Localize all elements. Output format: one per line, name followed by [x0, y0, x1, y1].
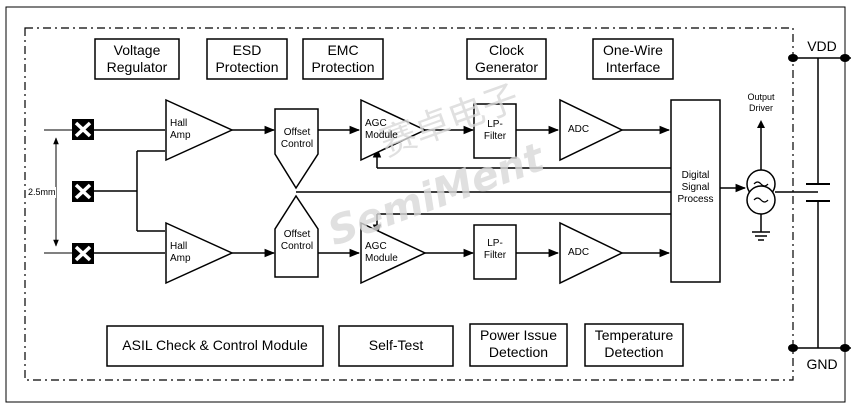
vdd-pin-right	[840, 54, 850, 62]
asil-label: ASIL Check & Control Module	[122, 337, 308, 353]
self-test-box	[338, 325, 454, 367]
hall-sensor-mid-icon	[72, 181, 94, 202]
power-issue-box	[469, 323, 568, 367]
hall-amp-bottom	[165, 221, 234, 285]
lp-filter-bottom	[473, 224, 517, 280]
voltage-regulator-box	[94, 38, 180, 80]
vdd-pin-left	[788, 54, 798, 62]
chip-boundary	[24, 27, 794, 381]
lp-filter-bottom-label: LP-Filter	[483, 238, 507, 261]
emc-protection-box	[302, 38, 384, 80]
self-test-label: Self-Test	[368, 337, 424, 353]
lp-filter-top-label: LP-Filter	[483, 119, 507, 142]
temperature-box	[584, 323, 684, 367]
offset-control-bottom	[274, 194, 319, 278]
esd-protection-box	[206, 38, 288, 80]
capacitor-icon	[806, 183, 830, 202]
hall-sensor-bottom-icon	[72, 243, 94, 264]
gnd-pin-left	[788, 344, 798, 352]
adc-bottom-label: ADC	[568, 247, 590, 258]
gnd-pin-right	[840, 344, 850, 352]
adc-bottom	[559, 221, 624, 285]
dsp-box	[670, 99, 721, 283]
agc-module-bottom	[360, 221, 427, 285]
output-driver-icon	[746, 120, 818, 241]
offset-control-top	[274, 108, 319, 190]
asil-box	[106, 325, 324, 367]
lp-filter-top	[473, 103, 517, 159]
vdd-label: VDD	[807, 38, 837, 54]
adc-top	[559, 98, 624, 162]
clock-generator-box	[466, 38, 547, 80]
gnd-label: GND	[806, 356, 838, 372]
outer-frame	[5, 6, 846, 403]
adc-top-label: ADC	[568, 124, 590, 135]
one-wire-interface-box	[592, 38, 674, 80]
hall-amp-top	[165, 98, 234, 162]
agc-module-top	[360, 98, 427, 162]
dimension-label: 2.5mm	[28, 187, 56, 198]
hall-sensor-top-icon	[72, 119, 94, 140]
